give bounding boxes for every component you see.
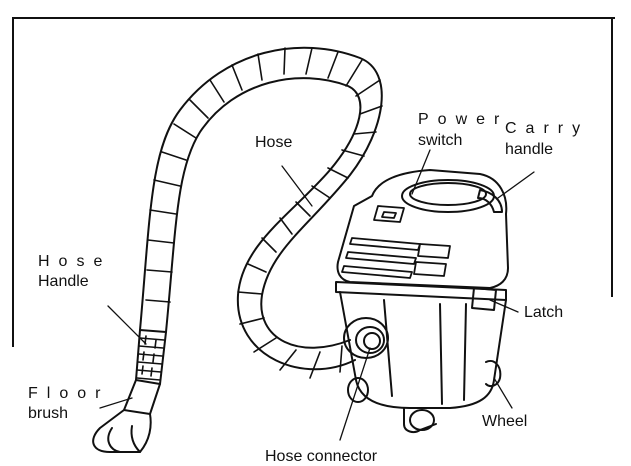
hose-ribs (145, 47, 383, 379)
hose-inner-wall (165, 77, 362, 371)
label-wheel: Wheel (482, 413, 528, 430)
vacuum-body (335, 169, 509, 433)
frame-right-line (611, 17, 613, 297)
leader-latch (489, 299, 519, 313)
floor-brush (92, 379, 161, 453)
label-floor-brush-line1: Floor (28, 385, 110, 402)
label-carry-handle-line2: handle (505, 141, 554, 158)
label-hose-handle-line1: Hose (38, 253, 112, 270)
leader-power (411, 149, 431, 195)
label-hose-handle-line2: Handle (38, 273, 89, 290)
vacuum-lid (336, 169, 509, 289)
label-power-switch-line2: switch (418, 132, 463, 149)
control-panel (341, 205, 451, 279)
hose (139, 46, 383, 379)
label-power-switch-line1: Power (418, 111, 509, 128)
leader-lines (99, 149, 535, 441)
leader-carry (497, 171, 535, 199)
wheels (347, 360, 502, 433)
frame-left-line (12, 17, 14, 347)
carry-handle (477, 189, 503, 213)
leader-floor (99, 397, 133, 409)
label-latch: Latch (524, 304, 564, 321)
label-hose-connector: Hose connector (265, 448, 378, 465)
label-carry-handle-line1: Carry (505, 120, 590, 137)
leader-hose-handle (107, 305, 147, 345)
leader-wheel (493, 377, 513, 409)
hose-outer-wall (139, 46, 383, 349)
label-floor-brush-line2: brush (28, 405, 69, 422)
leader-hose (281, 165, 313, 207)
frame-top-line (12, 17, 615, 19)
latch (471, 287, 497, 311)
label-hose: Hose (255, 134, 293, 151)
leader-connector (339, 347, 371, 441)
hose-connector-port (343, 317, 389, 359)
vacuum-tank (339, 291, 507, 409)
